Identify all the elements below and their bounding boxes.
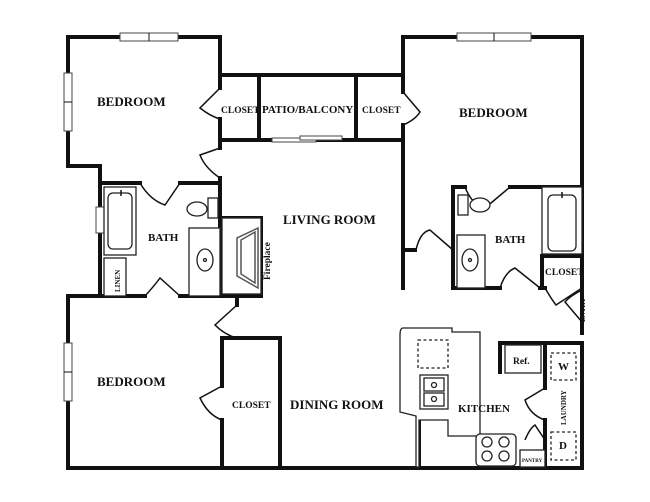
label-linen: LINEN (114, 270, 122, 292)
fixtures (103, 186, 583, 468)
label-closet-top-right: CLOSET (362, 106, 401, 116)
label-entry: ENTRY (579, 298, 587, 322)
label-pantry: PANTRY (522, 459, 543, 464)
label-closet-right: CLOSET (545, 268, 584, 278)
label-washer: W (558, 361, 569, 373)
label-bedroom-top-left: BEDROOM (97, 94, 166, 109)
label-fireplace: Fireplace (263, 242, 273, 280)
label-bedroom-bottom-left: BEDROOM (97, 374, 166, 389)
label-laundry: LAUNDRY (560, 390, 568, 425)
label-bath-left: BATH (148, 232, 179, 244)
windows (63, 32, 532, 402)
label-closet-top-left: CLOSET (221, 106, 260, 116)
room-labels: BEDROOM CLOSET PATIO/BALCONY CLOSET BEDR… (97, 94, 587, 464)
label-patio-balcony: PATIO/BALCONY (262, 104, 353, 116)
label-kitchen: KITCHEN (458, 403, 510, 415)
label-dining-room: DINING ROOM (290, 397, 384, 412)
label-living-room: LIVING ROOM (283, 212, 376, 227)
label-refrigerator: Ref. (513, 357, 530, 367)
label-dryer: D (559, 440, 567, 452)
label-bedroom-top-right: BEDROOM (459, 105, 528, 120)
label-closet-bottom: CLOSET (232, 401, 271, 411)
label-bath-right: BATH (495, 234, 526, 246)
